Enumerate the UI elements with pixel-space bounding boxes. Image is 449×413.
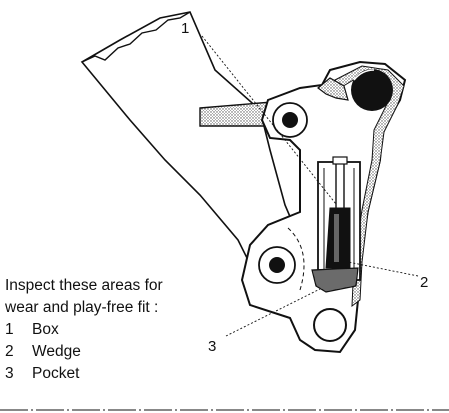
legend-item-box: 1 Box <box>5 319 163 341</box>
legend-label: Box <box>32 321 59 338</box>
caption-line-2: wear and play-free fit : <box>5 299 159 316</box>
legend-item-pocket: 3 Pocket <box>5 363 163 385</box>
upper-pivot-pin <box>282 112 298 128</box>
legend-label: Wedge <box>32 343 81 360</box>
hook-seat <box>317 77 349 101</box>
caption-line-1: Inspect these areas for <box>5 277 163 294</box>
callout-2: 2 <box>420 274 428 291</box>
legend-number: 3 <box>5 365 14 382</box>
wedge-highlight <box>334 214 339 262</box>
bottom-roller <box>313 308 347 342</box>
roller <box>351 69 393 111</box>
callout-3: 3 <box>208 338 216 355</box>
legend-number: 1 <box>5 321 14 338</box>
pocket <box>311 267 359 293</box>
swing-arc <box>287 227 305 291</box>
frame-break-line <box>81 11 191 63</box>
rod-cap <box>332 156 348 165</box>
callout-1: 1 <box>181 20 189 37</box>
legend-item-wedge: 2 Wedge <box>5 341 163 363</box>
legend-label: Pocket <box>32 365 80 382</box>
inspection-caption: Inspect these areas for wear and play-fr… <box>5 275 163 385</box>
legend-number: 2 <box>5 343 14 360</box>
leader-3 <box>225 287 323 337</box>
lower-pivot-pin <box>269 257 285 273</box>
roller-highlight <box>353 69 375 81</box>
